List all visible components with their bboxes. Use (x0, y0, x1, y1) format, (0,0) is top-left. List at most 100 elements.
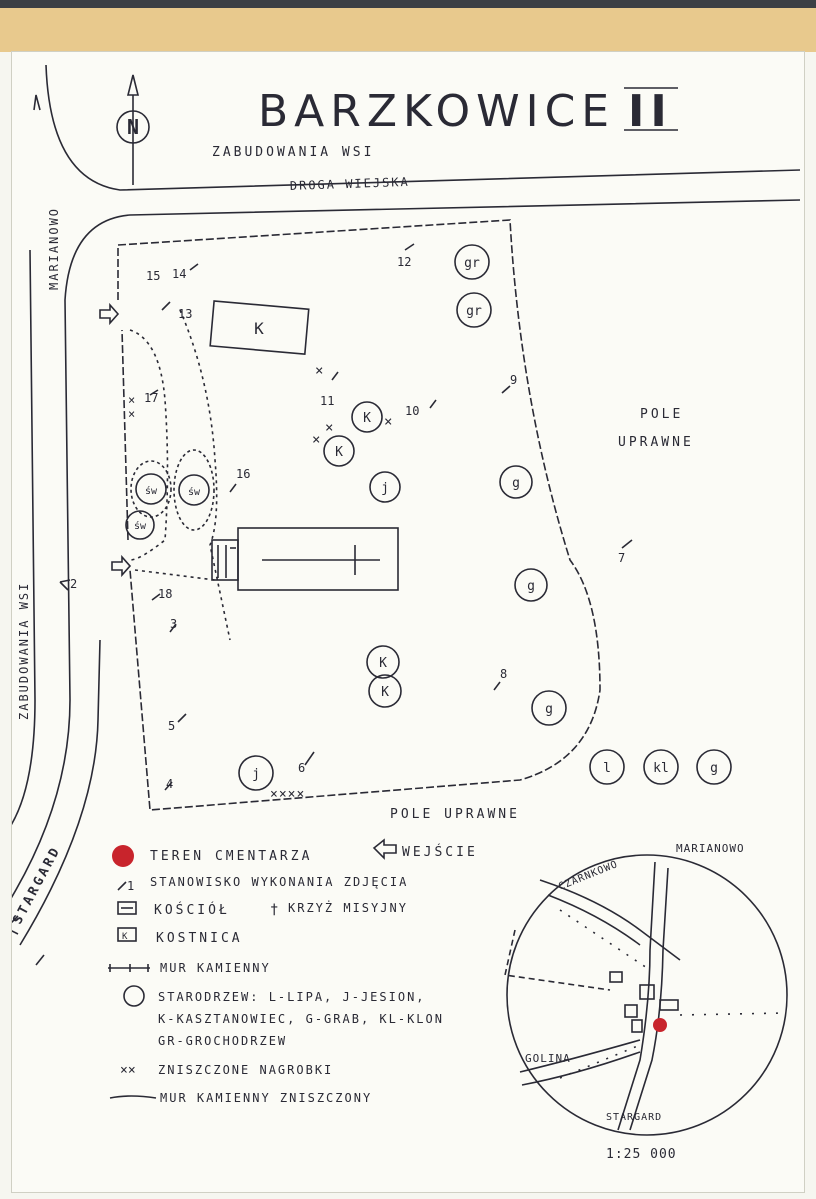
tape-band (0, 0, 816, 52)
photo-point-label: 8 (500, 667, 507, 681)
photo-point-label: 18 (158, 587, 172, 601)
road-top-upper (45, 64, 801, 191)
photo-point-label: 13 (178, 307, 192, 321)
map-sheet: N BARZKOWICE II ZABUDOWANIA WSI DROGA WI… (5, 52, 804, 1192)
photo-point-label: 15 (146, 269, 160, 283)
tree-label: g (710, 761, 718, 776)
road-stargard-outer (19, 639, 101, 946)
tree-label: g (527, 579, 535, 594)
legend-gravestone-icon: ×× (120, 1063, 136, 1078)
photo-point-label: 5 (168, 719, 175, 733)
legend-church-icon (117, 901, 137, 915)
legend-starodrzew-3: GR-GROCHODRZEW (158, 1034, 287, 1048)
tree-label: św (145, 485, 158, 497)
photo-point-label: 4 (166, 777, 173, 791)
photo-point-label: 2 (70, 577, 77, 591)
cemetery-map: N BARZKOWICE II ZABUDOWANIA WSI DROGA WI… (5, 64, 801, 1162)
photo-point-label: 7 (618, 551, 625, 565)
inset-scale: 1:25 000 (606, 1147, 677, 1162)
north-label: N (127, 115, 139, 139)
gravestone-mark: × (325, 420, 333, 436)
cross-icon: † (270, 902, 278, 918)
label-zabudowania-left: ZABUDOWANIA WSI (17, 582, 31, 720)
legend-kostnica: KOSTNICA (156, 931, 243, 946)
legend-nagrobki: ZNISZCZONE NAGROBKI (158, 1063, 333, 1077)
tree-label: K (381, 685, 389, 700)
legend-starodrzew-2: K-KASZTANOWIEC, G-GRAB, KL-KLON (158, 1012, 444, 1026)
entrance-arrow-icon (111, 554, 132, 578)
tree-label: św (134, 520, 147, 532)
tree-label: l (603, 761, 611, 776)
photo-point-label: 12 (397, 255, 411, 269)
inset-label-golina: GOLINA (525, 1052, 571, 1065)
footpath-1 (129, 329, 169, 561)
tree-label: K (335, 445, 343, 460)
inset-label-czarnkowo: CZARNKOWO (557, 859, 620, 893)
tree-outline (173, 449, 215, 531)
gravestone-mark: × (312, 432, 320, 448)
label-uprawne-right: UPRAWNE (618, 435, 694, 450)
legend-teren: TEREN CMENTARZA (150, 849, 312, 864)
map-title-suffix: II (628, 86, 673, 137)
legend-wall-icon (108, 964, 150, 972)
legend-photo-point-num: 1 (127, 879, 134, 893)
legend-entrance-icon (372, 838, 397, 860)
photo-point-markers (35, 243, 633, 966)
legend-kostnica-icon (117, 927, 137, 942)
tree-label: kl (653, 761, 669, 776)
tree-markers (125, 244, 732, 791)
inset-label-stargard: STARGARD (606, 1112, 662, 1123)
tree-label: gr (466, 304, 482, 319)
photo-point-label: 6 (298, 761, 305, 775)
tree-label: K (379, 656, 387, 671)
tree-outline (130, 460, 172, 518)
footpath-2 (179, 309, 231, 641)
photo-point-label: 10 (405, 404, 419, 418)
legend-stanowisko: STANOWISKO WYKONANIA ZDJĘCIA (150, 875, 408, 889)
legend-wejscie: WEJŚCIE (402, 844, 478, 860)
legend-starodrzew-1: STARODRZEW: L-LIPA, J-JESION, (158, 990, 426, 1004)
entrance-arrow-icon (99, 302, 120, 326)
gravestone-marks-row: ×××× (270, 787, 305, 802)
kostnica-label: K (254, 319, 264, 338)
gravestone-mark: × (315, 363, 323, 379)
inset-label-marianowo: MARIANOWO (676, 842, 745, 855)
tree-label: św (188, 486, 201, 498)
legend-cemetery-swatch (112, 845, 134, 867)
road-left-outer (7, 249, 36, 831)
tree-label: gr (464, 256, 480, 271)
gravestone-mark: × (384, 414, 392, 430)
photo-point-label: 14 (172, 267, 186, 281)
label-pole-bottom: POLE UPRAWNE (390, 807, 520, 822)
photo-point-label: 11 (320, 394, 334, 408)
footpath-3 (134, 569, 216, 581)
legend-kostnica-icon-letter: K (122, 932, 128, 942)
legend-photo-point-icon (117, 881, 127, 891)
label-marianowo: MARIANOWO (47, 207, 61, 290)
cemetery-wall (117, 219, 601, 811)
legend-mur-zniszczony: MUR KAMIENNY ZNISZCZONY (160, 1091, 372, 1105)
gravestone-mark: × (128, 407, 135, 421)
gravestone-mark: × (128, 393, 135, 407)
photo-point-label: 16 (236, 467, 250, 481)
road-left-inner (9, 199, 801, 901)
tree-label: j (381, 481, 389, 496)
inset-map (504, 854, 788, 1136)
kostnica-building (209, 300, 310, 355)
map-title: BARZKOWICE (258, 86, 615, 137)
legend-krzyz: KRZYŻ MISYJNY (288, 900, 408, 915)
legend-kosciol: KOŚCIÓŁ (154, 902, 230, 918)
tree-label: g (545, 702, 553, 717)
tree-label: j (252, 767, 260, 782)
legend-mur: MUR KAMIENNY (160, 961, 271, 975)
photo-point-label: 17 (144, 391, 158, 405)
north-arrow-icon (116, 74, 150, 185)
legend-damaged-wall-icon (109, 1095, 157, 1099)
label-pole-right: POLE (640, 407, 683, 422)
photo-point-label: 9 (510, 373, 517, 387)
tree-label: K (363, 411, 371, 426)
road-arrow-icon (33, 94, 41, 111)
legend-tree-icon (123, 985, 145, 1007)
photo-point-label: 3 (170, 617, 177, 631)
label-zabudowania-top: ZABUDOWANIA WSI (212, 145, 374, 160)
